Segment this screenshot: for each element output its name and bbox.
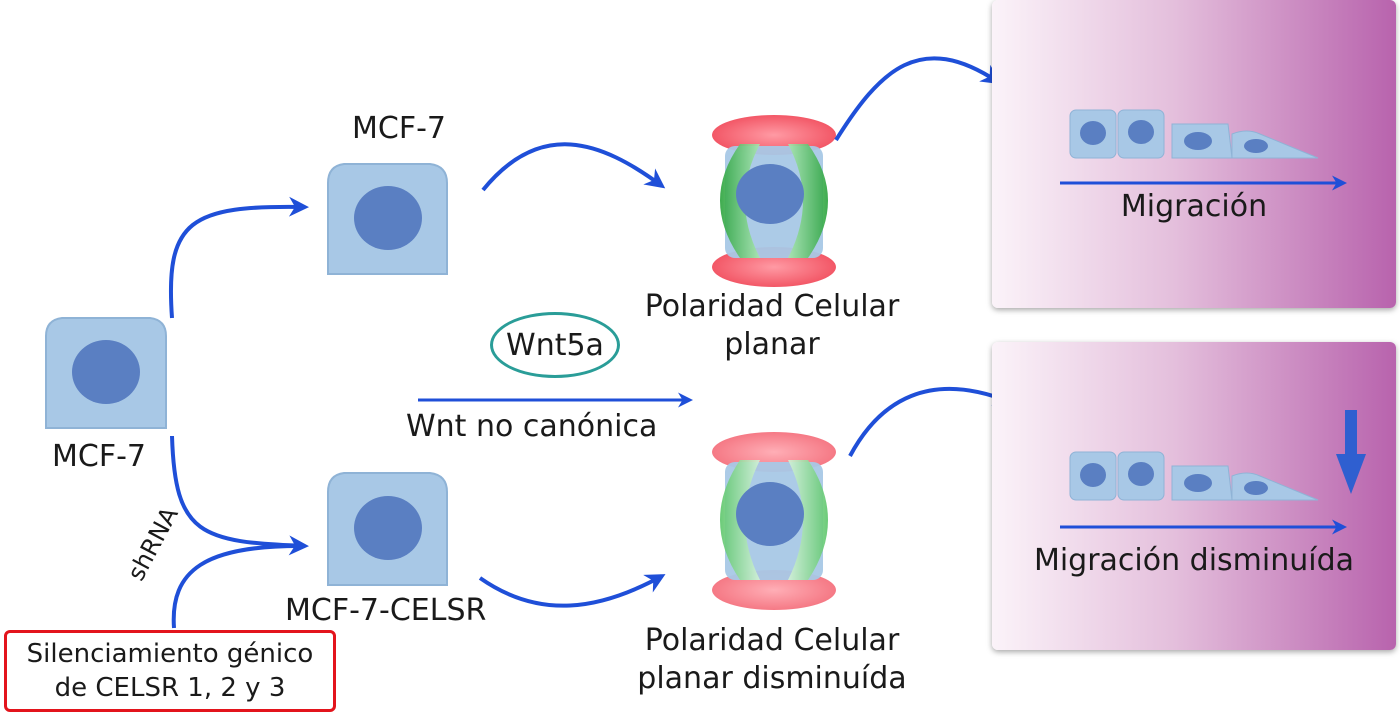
migration-cells [1060, 109, 1347, 191]
label-mcf7-celsr: MCF-7-CELSR [285, 593, 487, 628]
migration-reduced-panel: Migración disminuída [992, 342, 1396, 650]
label-pcp-normal: Polaridad Celular planar [632, 288, 912, 364]
arrow-left-to-top [168, 196, 309, 319]
label-mcf7-left: MCF-7 [52, 439, 146, 474]
silencing-line2: de CELSR 1, 2 y 3 [54, 673, 286, 703]
label-pcp-reduced: Polaridad Celular planar disminuída [632, 622, 912, 698]
arrow-pcp-to-migration [834, 56, 1002, 142]
label-mcf7-top: MCF-7 [352, 111, 446, 146]
arrow-left-to-celsr [170, 435, 309, 556]
cell-mcf7-left [45, 317, 167, 429]
migration-label: Migración [1120, 189, 1268, 224]
arrow-top-to-pcp [481, 142, 666, 192]
cell-mcf7-top [327, 163, 448, 275]
cell-mcf7-celsr [327, 472, 448, 586]
arrow-celsr-to-pcp [478, 574, 666, 608]
migration-reduced-cells [1060, 410, 1366, 535]
label-wnt-pathway: Wnt no canónica [406, 409, 658, 444]
arrow-silencing-to-celsr [171, 543, 306, 629]
wnt5a-label: Wnt5a [506, 327, 604, 363]
label-pcp-reduced-line1: Polaridad Celular [644, 623, 900, 658]
pcp-cell-reduced [712, 432, 836, 610]
migration-reduced-label: Migración disminuída [1033, 543, 1355, 578]
down-arrow-icon [1336, 410, 1366, 494]
wnt5a-badge: Wnt5a [490, 312, 620, 378]
arrow-pcp-to-migration-reduced [848, 386, 1014, 457]
pcp-cell-normal [712, 115, 836, 287]
silencing-line1: Silenciamiento génico [26, 639, 314, 669]
label-pcp-reduced-line2: planar disminuída [637, 661, 907, 696]
migration-panel: Migración [992, 0, 1396, 308]
silencing-box: Silenciamiento génico de CELSR 1, 2 y 3 [4, 630, 336, 712]
label-pcp-normal-line1: Polaridad Celular [644, 289, 900, 324]
label-pcp-normal-line2: planar [724, 327, 820, 362]
